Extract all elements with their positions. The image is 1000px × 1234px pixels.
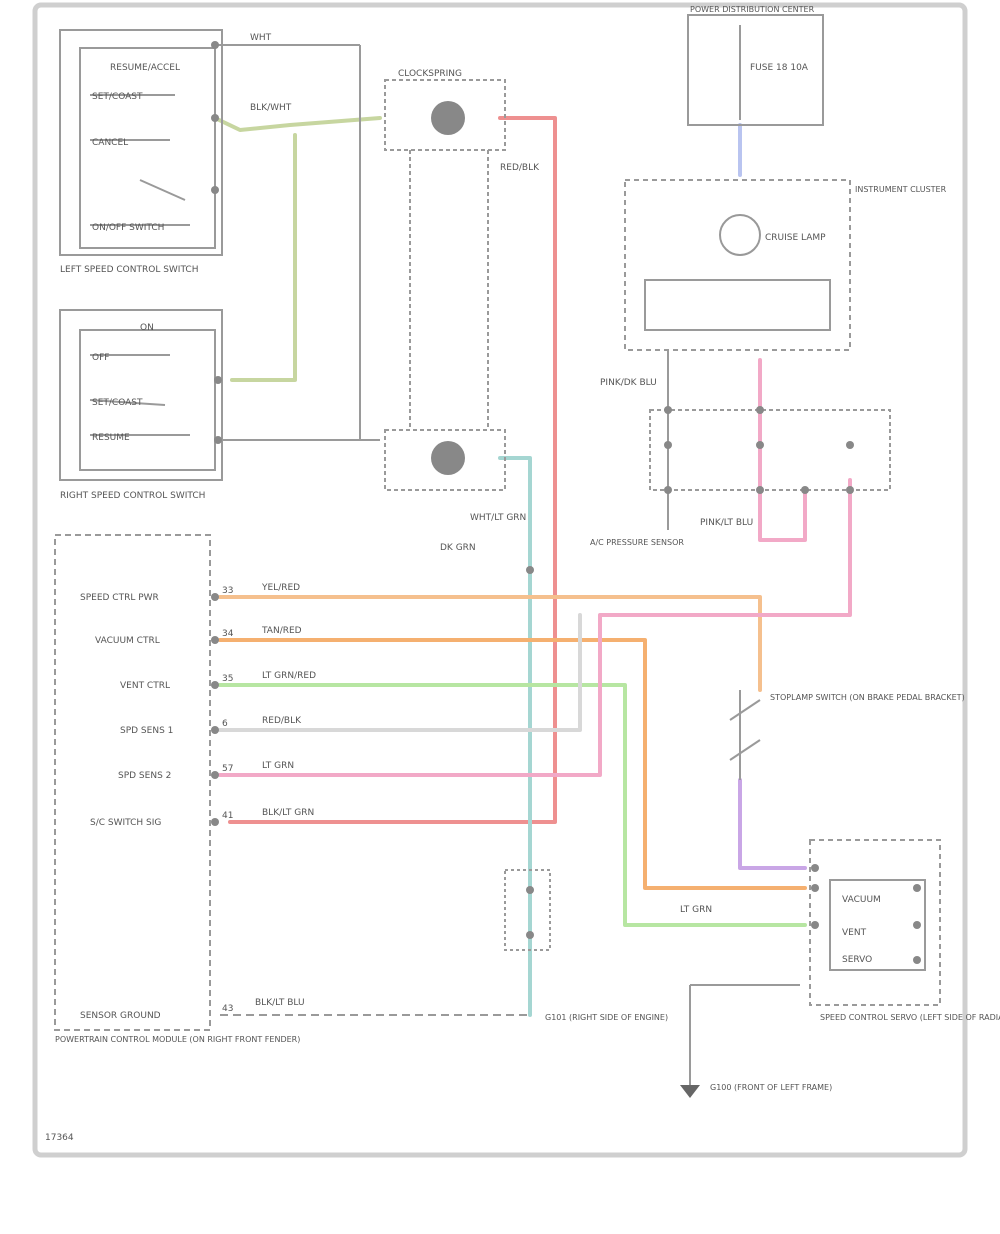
ecm-pin-label-5: SPD SENS 2 bbox=[118, 771, 171, 781]
pressure-switch-title: A/C PRESSURE SENSOR bbox=[590, 538, 684, 547]
ecm-pin-label-2: VACUUM CTRL bbox=[95, 636, 160, 646]
ecm-pin-num-6: 41 bbox=[222, 811, 233, 821]
right-switch-label-2: OFF bbox=[92, 353, 109, 363]
wire-tag-2: RED/BLK bbox=[500, 163, 540, 173]
ground-label-2: G101 (RIGHT SIDE OF ENGINE) bbox=[545, 1013, 668, 1022]
clockspring-title: CLOCKSPRING bbox=[398, 69, 462, 79]
ecm-wire-label-4: RED/BLK bbox=[262, 716, 302, 726]
cruise-lamp-label: CRUISE LAMP bbox=[765, 233, 826, 243]
cruise-lamp-icon bbox=[719, 214, 761, 256]
servo-label-2: VENT bbox=[842, 928, 867, 938]
right-switch-label-4: RESUME bbox=[92, 433, 130, 443]
wire-pink-2 bbox=[758, 358, 807, 542]
cluster-box bbox=[624, 179, 851, 351]
wire-tag-6: LT GRN bbox=[680, 905, 712, 915]
wire-grey bbox=[218, 613, 582, 732]
left-switch-inner-label: RESUME/ACCEL bbox=[110, 63, 180, 73]
ecm-pin-num-7: 43 bbox=[222, 1004, 233, 1014]
ecm-wire-label-3: LT GRN/RED bbox=[262, 671, 316, 681]
ecm-wire-label-1: YEL/RED bbox=[261, 583, 300, 593]
left-switch-label-1: SET/COAST bbox=[92, 92, 143, 102]
wire-pink bbox=[218, 478, 852, 777]
wire-green bbox=[218, 683, 807, 927]
clockspring-coil-top bbox=[431, 101, 465, 135]
servo-title: SPEED CONTROL SERVO (LEFT SIDE OF RADIAT… bbox=[820, 1013, 1000, 1022]
fuse-box-title: POWER DISTRIBUTION CENTER bbox=[690, 5, 815, 14]
ecm-pin-label-3: VENT CTRL bbox=[120, 681, 170, 691]
left-switch-title: LEFT SPEED CONTROL SWITCH bbox=[60, 265, 198, 275]
ecm-pin-label-1: SPEED CTRL PWR bbox=[80, 593, 159, 603]
ground-label-1: G100 (FRONT OF LEFT FRAME) bbox=[710, 1083, 832, 1092]
fuse-box bbox=[687, 14, 824, 126]
line-work bbox=[54, 14, 941, 1085]
ecm-wire-label-6: BLK/LT GRN bbox=[262, 808, 314, 818]
servo-label-1: VACUUM bbox=[842, 895, 881, 905]
wire-tag-7: PINK/DK BLU bbox=[600, 378, 657, 388]
cluster-connector bbox=[649, 409, 891, 491]
ecm-pin-num-1: 33 bbox=[222, 586, 233, 596]
ecm-pin-num-4: 6 bbox=[222, 719, 228, 729]
ecm-pin-label-4: SPD SENS 1 bbox=[120, 726, 173, 736]
ecm-wire-label-5: LT GRN bbox=[262, 761, 294, 771]
wires bbox=[213, 116, 852, 1017]
ecm-wire-label-7: BLK/LT BLU bbox=[255, 998, 305, 1008]
wire-teal bbox=[498, 456, 532, 1017]
right-switch-box bbox=[59, 309, 223, 481]
clockspring-top bbox=[384, 79, 506, 151]
ecm-box bbox=[54, 534, 211, 1031]
ecm-pin-label-6: S/C SWITCH SIG bbox=[90, 818, 161, 828]
ecm-pin-num-5: 57 bbox=[222, 764, 233, 774]
wire-orange-2 bbox=[218, 638, 807, 890]
left-switch-label-2: CANCEL bbox=[92, 138, 128, 148]
ecm-pin-label-7: SENSOR GROUND bbox=[80, 1011, 161, 1021]
outer-frame bbox=[32, 2, 968, 1158]
wire-lt-grn-yel bbox=[213, 116, 382, 132]
wire-tag-4: WHT/LT GRN bbox=[470, 513, 526, 523]
wire-orange-1 bbox=[218, 595, 762, 692]
cluster-title: INSTRUMENT CLUSTER bbox=[855, 185, 947, 194]
servo-box bbox=[809, 839, 941, 1006]
ground-symbol bbox=[680, 1085, 700, 1098]
servo-label-3: SERVO bbox=[842, 955, 872, 965]
left-switch-box bbox=[59, 29, 223, 256]
left-switch-label-3: ON/OFF SWITCH bbox=[92, 223, 164, 233]
right-switch-label-1: ON bbox=[140, 323, 154, 333]
clockspring-coil-bottom bbox=[431, 441, 465, 475]
right-switch-title: RIGHT SPEED CONTROL SWITCH bbox=[60, 491, 205, 501]
connection-dots bbox=[211, 41, 921, 964]
fuse-label: FUSE 18 10A bbox=[750, 63, 809, 73]
wire-purple bbox=[738, 778, 807, 870]
ecm-title: POWERTRAIN CONTROL MODULE (ON RIGHT FRON… bbox=[55, 1035, 300, 1044]
wire-tag-1: WHT bbox=[250, 33, 272, 43]
ecm-pin-num-3: 35 bbox=[222, 674, 233, 684]
clockspring-bottom bbox=[384, 429, 506, 491]
clockspring-coils bbox=[431, 101, 761, 1098]
wire-tag-5: DK GRN bbox=[440, 543, 476, 553]
wire-lt-grn-yel-down bbox=[230, 133, 297, 382]
wire-red bbox=[228, 116, 557, 824]
right-switch-label-3: SET/COAST bbox=[92, 398, 143, 408]
wire-tag-3: BLK/WHT bbox=[250, 103, 292, 113]
wire-tag-8: PINK/LT BLU bbox=[700, 518, 753, 528]
brake-switch-box bbox=[504, 869, 551, 951]
ecm-wire-label-2: TAN/RED bbox=[261, 626, 302, 636]
ecm-pin-num-2: 34 bbox=[222, 629, 234, 639]
stoplamp-title: STOPLAMP SWITCH (ON BRAKE PEDAL BRACKET) bbox=[770, 693, 965, 702]
footer-code: 17364 bbox=[45, 1133, 74, 1143]
